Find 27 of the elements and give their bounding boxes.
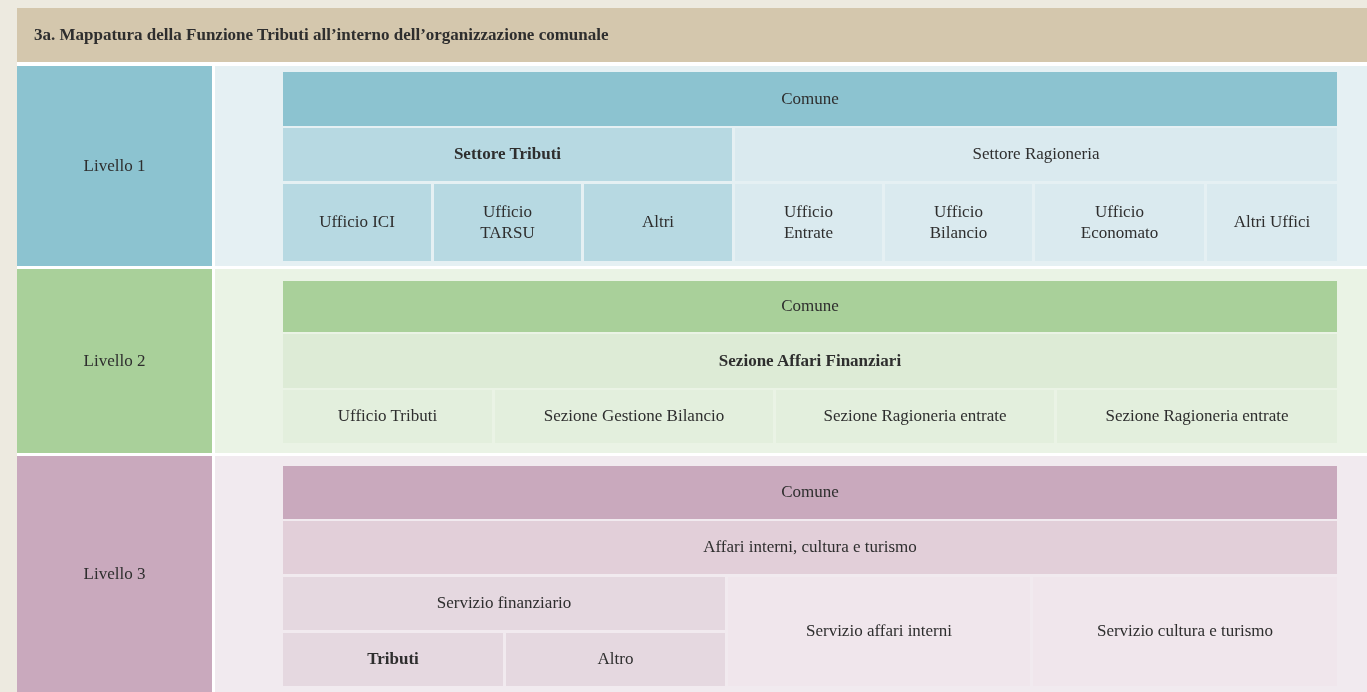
org-unit-box: Servizio affari interni xyxy=(728,577,1030,686)
org-unit-box: Altro xyxy=(506,633,725,686)
level-label: Livello 2 xyxy=(17,269,212,453)
org-unit-box: Settore Ragioneria xyxy=(735,128,1337,181)
org-unit-box: Ufficio ICI xyxy=(283,184,431,261)
org-unit-box: Servizio finanziario xyxy=(283,577,725,630)
org-unit-box: Altri xyxy=(584,184,732,261)
level-label: Livello 1 xyxy=(17,66,212,266)
org-unit-box: Sezione Gestione Bilancio xyxy=(495,390,773,443)
org-unit-box: Tributi xyxy=(283,633,503,686)
org-unit-box: Settore Tributi xyxy=(283,128,732,181)
level-label: Livello 3 xyxy=(17,456,212,692)
org-unit-box: Ufficio Entrate xyxy=(735,184,882,261)
org-unit-box: Ufficio TARSU xyxy=(434,184,581,261)
org-unit-box: Sezione Affari Finanziari xyxy=(283,334,1337,388)
org-unit-box: Ufficio Tributi xyxy=(283,390,492,443)
org-unit-box: Comune xyxy=(283,466,1337,519)
org-unit-box: Comune xyxy=(283,281,1337,332)
org-unit-box: Ufficio Bilancio xyxy=(885,184,1032,261)
org-unit-box: Affari interni, cultura e turismo xyxy=(283,521,1337,574)
org-unit-box: Sezione Ragioneria entrate xyxy=(776,390,1054,443)
org-unit-box: Comune xyxy=(283,72,1337,126)
org-unit-box: Ufficio Economato xyxy=(1035,184,1204,261)
org-unit-box: Sezione Ragioneria entrate xyxy=(1057,390,1337,443)
org-unit-box: Altri Uffici xyxy=(1207,184,1337,261)
diagram-title: 3a. Mappatura della Funzione Tributi all’interno dell’organizzazione comunale xyxy=(17,8,1367,62)
org-unit-box: Servizio cultura e turismo xyxy=(1033,577,1337,686)
